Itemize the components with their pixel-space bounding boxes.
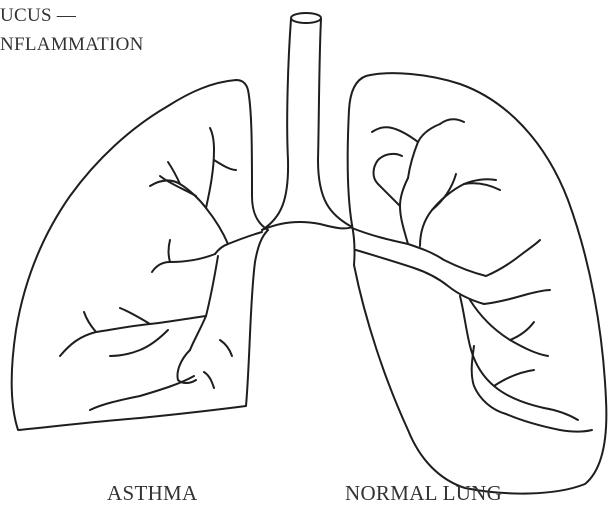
mucus-label: UCUS — xyxy=(0,6,76,25)
asthma-label: ASTHMA xyxy=(107,483,197,504)
left-lower-twig-8 xyxy=(110,330,168,356)
right-upper-branch-1 xyxy=(400,178,408,244)
right-upper-twig-1 xyxy=(374,154,403,206)
carina xyxy=(262,222,352,230)
trachea xyxy=(262,13,352,230)
right-upper-branch-2 xyxy=(420,179,496,246)
left-upper-twig-2 xyxy=(214,160,236,170)
right-lower-twig-4 xyxy=(544,408,578,420)
left-upper-twig-1 xyxy=(206,128,214,208)
left-lung-outline xyxy=(12,80,268,430)
trachea-right-wall xyxy=(318,19,352,227)
left-lower-twig-3 xyxy=(84,312,96,332)
left-mid-branch xyxy=(152,254,215,272)
right-lower-branch-1 xyxy=(470,300,548,356)
right-upper-twig-4 xyxy=(440,119,464,124)
left-lower-twig-1 xyxy=(60,316,206,356)
left-lower-twig-6 xyxy=(204,372,214,388)
inflammation-label: NFLAMMATION xyxy=(0,35,144,54)
normal-lung-label: NORMAL LUNG xyxy=(345,483,502,504)
right-lower-twig-5 xyxy=(510,322,534,340)
left-bronchus-upper-branch xyxy=(150,180,228,244)
left-lower-twig-7 xyxy=(220,340,232,356)
left-lower-twig-4 xyxy=(178,350,197,383)
left-lower-twig-2 xyxy=(120,308,150,324)
left-lower-branch xyxy=(190,256,218,350)
trachea-opening xyxy=(291,13,321,23)
right-main-bronchus-bottom xyxy=(356,250,484,304)
trachea-left-wall xyxy=(262,19,291,230)
right-upper-twig-6 xyxy=(464,183,500,190)
right-upper-twig-2 xyxy=(408,124,440,178)
left-main-bronchus xyxy=(215,232,262,254)
left-mid-twig xyxy=(169,240,171,262)
right-lower-twig-2 xyxy=(494,370,534,386)
right-mid-branch-2 xyxy=(484,290,550,304)
right-mid-branch-1 xyxy=(486,240,540,276)
right-upper-twig-3 xyxy=(372,127,418,142)
right-lower-twig-3 xyxy=(506,414,592,432)
